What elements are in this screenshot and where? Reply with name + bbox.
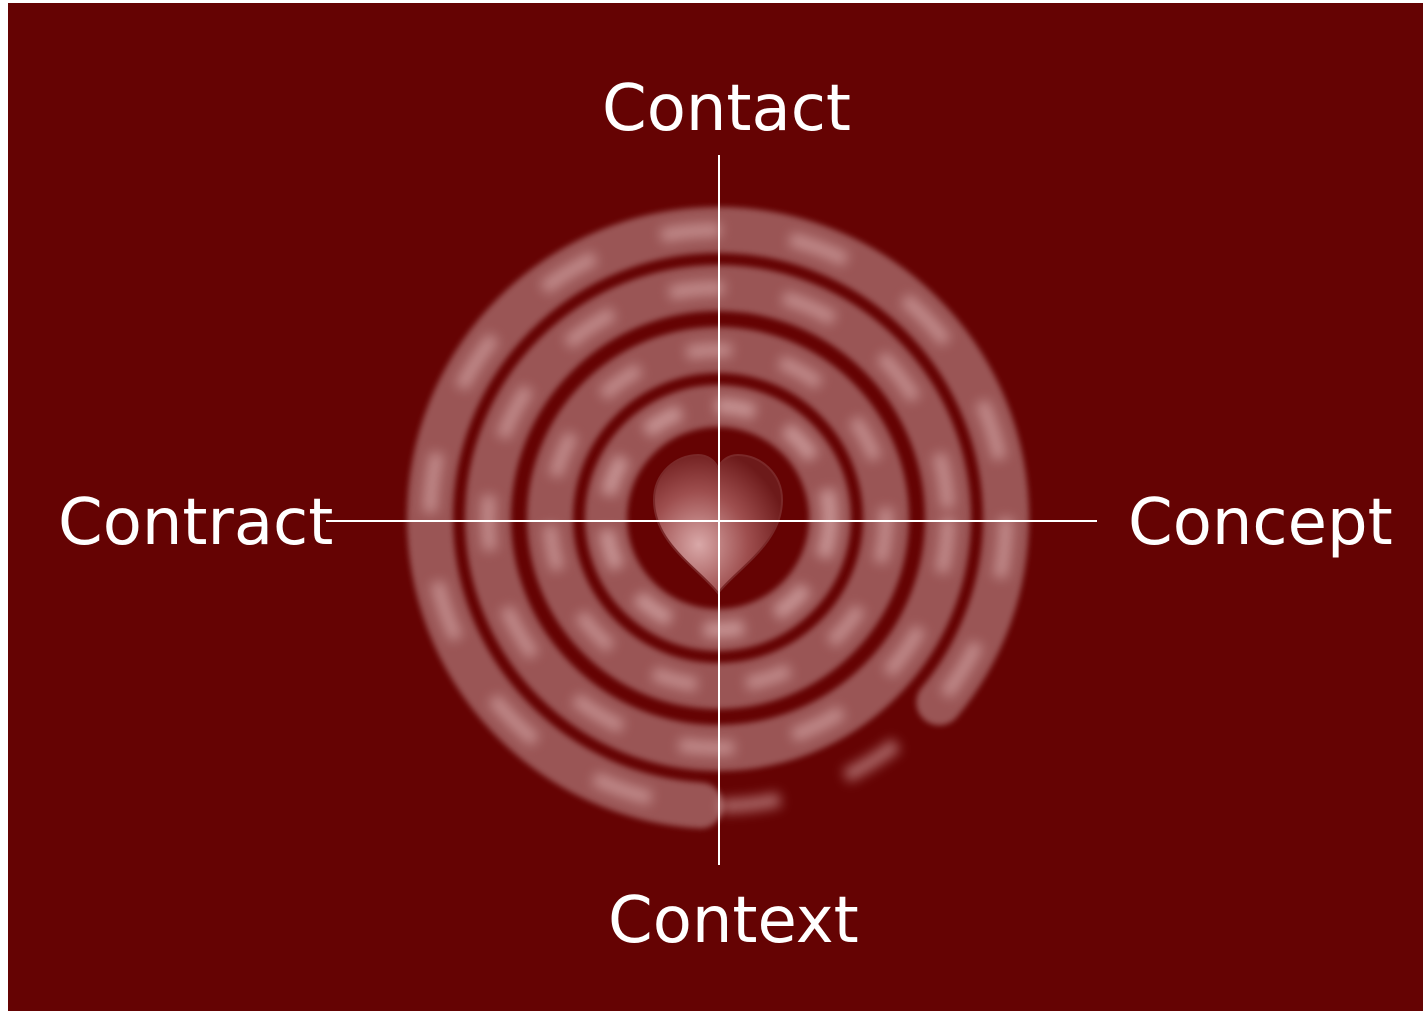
label-concept: Concept	[1128, 486, 1393, 560]
label-context: Context	[608, 884, 859, 958]
label-contract: Contract	[58, 486, 334, 560]
diagram-canvas: Contact Contract Concept Context	[8, 3, 1423, 1011]
vertical-axis-line	[718, 155, 720, 865]
horizontal-axis-line-left	[326, 520, 718, 522]
label-contact: Contact	[602, 72, 851, 146]
horizontal-axis-line-right	[720, 520, 1097, 522]
